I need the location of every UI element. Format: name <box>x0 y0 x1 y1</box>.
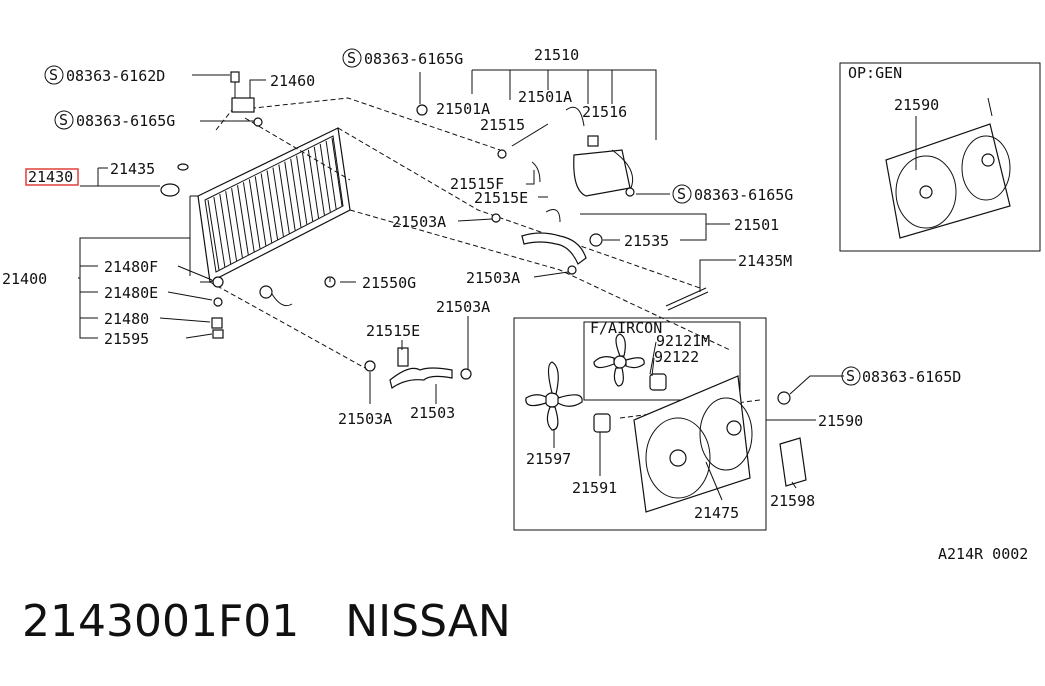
radiator-fin <box>272 167 284 237</box>
callout-21435: 21435 <box>110 160 155 178</box>
callout-92121M: 92121M <box>656 332 710 350</box>
callout-21590-op-gen: 21590 <box>894 96 939 114</box>
fan-assembly-box <box>513 317 767 531</box>
radiator-fin <box>266 170 279 240</box>
callout-21501: 21501 <box>734 216 779 234</box>
callout-21503A-hose: 21503A <box>436 298 490 316</box>
op-gen-box <box>839 62 1041 252</box>
callout-21535: 21535 <box>624 232 669 250</box>
radiator-core <box>189 127 351 283</box>
fan-shroud-op-gen <box>885 97 1011 239</box>
fan-blade-92121M <box>593 333 645 387</box>
callout-08363-6165G-left: 08363-6165G <box>76 112 175 130</box>
radiator-fin <box>219 194 232 264</box>
callout-21597: 21597 <box>526 450 571 468</box>
callout-21480: 21480 <box>104 310 149 328</box>
callout-21503: 21503 <box>410 404 455 422</box>
radiator-fin <box>225 191 238 261</box>
radiator-fin <box>296 155 308 225</box>
callout-21591: 21591 <box>572 479 617 497</box>
f-aircon-box <box>583 321 741 401</box>
radiator-fin <box>242 182 255 252</box>
reference-code: A214R 0002 <box>938 545 1028 563</box>
radiator-fin <box>278 164 290 234</box>
radiator-fin <box>213 196 226 268</box>
callout-08363-6165G-right: 08363-6165G <box>694 186 793 204</box>
callout-21515E-top: 21515E <box>474 189 528 207</box>
radiator-fin <box>237 185 249 255</box>
callout-21510: 21510 <box>534 46 579 64</box>
radiator-fin <box>301 152 314 222</box>
svg-text:S: S <box>347 49 356 67</box>
highlight-box <box>25 168 79 186</box>
svg-text:S: S <box>49 66 58 84</box>
svg-text:S: S <box>59 111 68 129</box>
radiator-fin <box>290 158 302 228</box>
leader-lines <box>78 69 917 501</box>
radiator-fin <box>284 161 296 231</box>
svg-text:S: S <box>846 367 855 385</box>
callout-21503A-mid: 21503A <box>392 213 446 231</box>
callout-21501A-right: 21501A <box>518 88 572 106</box>
callout-21503A-lower: 21503A <box>466 269 520 287</box>
callout-08363-6165D: 08363-6165D <box>862 368 961 386</box>
callout-21435M: 21435M <box>738 252 792 270</box>
dashed-guides <box>209 97 761 419</box>
circled-S-icon: S <box>44 65 64 85</box>
callout-21400: 21400 <box>2 270 47 288</box>
circled-s-icons: S S S S S <box>44 48 861 386</box>
lower-hose-21503 <box>364 347 472 390</box>
callout-92122: 92122 <box>654 348 699 366</box>
fan-shroud-21590 <box>633 375 807 513</box>
bolt-21460 <box>230 71 263 127</box>
radiator-fin <box>313 146 325 216</box>
part-number: 2143001F01 <box>22 596 300 647</box>
upper-hose-21501 <box>491 161 603 275</box>
callout-21475: 21475 <box>694 504 739 522</box>
radiator-fin <box>207 199 220 271</box>
callout-08363-6165G-top: 08363-6165G <box>364 50 463 68</box>
svg-text:S: S <box>677 185 686 203</box>
radiator-fin <box>260 173 273 243</box>
callout-21595: 21595 <box>104 330 149 348</box>
part-caption: 2143001F01 NISSAN <box>22 596 511 647</box>
circled-S-icon: S <box>342 48 362 68</box>
callout-21480F: 21480F <box>104 258 158 276</box>
fan-blade-21597 <box>525 361 583 431</box>
radiator-fin <box>307 149 320 219</box>
callout-21501A-left: 21501A <box>436 100 490 118</box>
callout-21515E-bottom: 21515E <box>366 322 420 340</box>
radiator-fin <box>248 179 261 249</box>
circled-S-icon: S <box>672 184 692 204</box>
bolt-21590 <box>777 391 791 405</box>
callout-21550G: 21550G <box>362 274 416 292</box>
callout-labels: 08363-6162D 21460 08363-6165G 08363-6165… <box>2 46 1028 563</box>
callout-21503A-bottom: 21503A <box>338 410 392 428</box>
circled-S-icon: S <box>54 110 74 130</box>
cap-21430 <box>160 163 189 197</box>
callout-21515: 21515 <box>480 116 525 134</box>
callout-08363-6162D: 08363-6162D <box>66 67 165 85</box>
callout-21590-main: 21590 <box>818 412 863 430</box>
drain-parts <box>211 276 336 339</box>
callout-21430: 21430 <box>28 168 73 186</box>
radiator-fin <box>319 143 331 213</box>
callout-21460: 21460 <box>270 72 315 90</box>
callout-21515F: 21515F <box>450 175 504 193</box>
callout-21598: 21598 <box>770 492 815 510</box>
bar-21435M <box>667 291 709 311</box>
callout-21516: 21516 <box>582 103 627 121</box>
circled-S-icon: S <box>841 366 861 386</box>
radiator-fin <box>254 176 267 246</box>
radiator-fin <box>231 188 243 258</box>
box-label-f-aircon: F/AIRCON <box>590 319 662 337</box>
brand-name: NISSAN <box>345 596 511 647</box>
fan-motor-parts <box>593 373 667 433</box>
callout-21480E: 21480E <box>104 284 158 302</box>
radiator-fin <box>325 140 337 210</box>
reservoir-tank <box>416 104 635 197</box>
box-label-op-gen: OP:GEN <box>848 64 902 82</box>
